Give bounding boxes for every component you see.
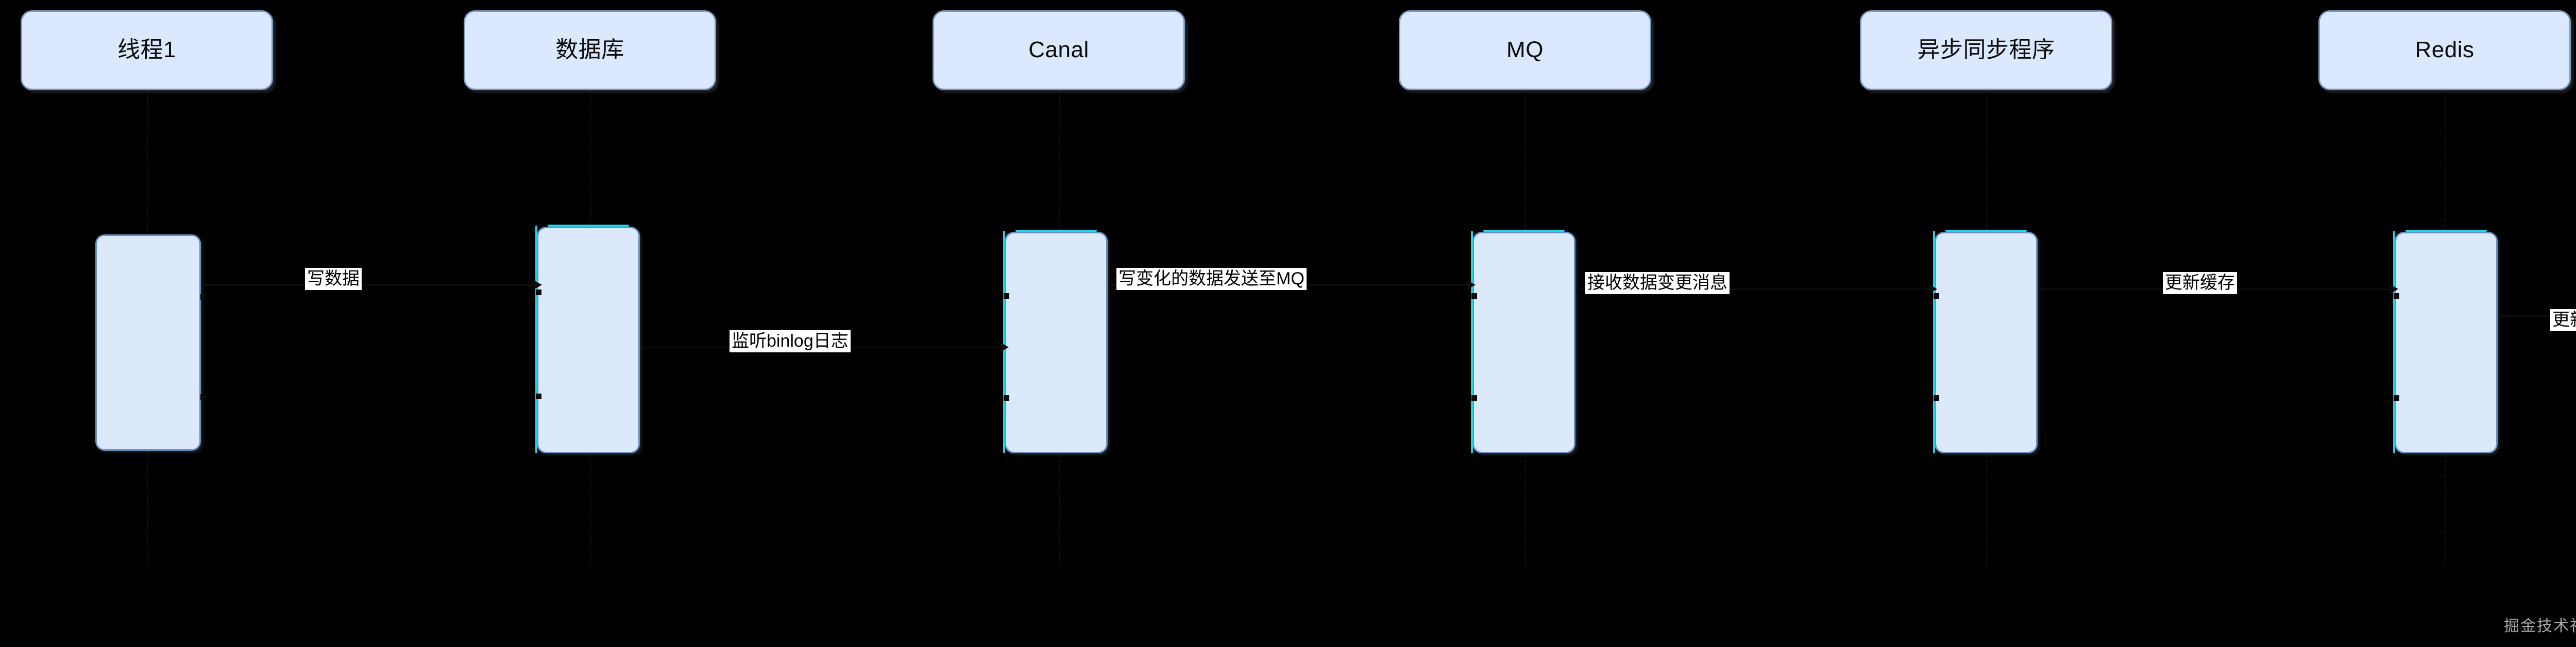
- message-line-msg-4[interactable]: [1577, 288, 1931, 290]
- connection-handle[interactable]: [2394, 293, 2399, 299]
- participant-label-thread1: 线程1: [117, 37, 176, 63]
- participant-label-mq: MQ: [1506, 37, 1544, 63]
- connection-handle[interactable]: [1934, 395, 1939, 401]
- connection-handle[interactable]: [536, 289, 541, 295]
- connection-handle[interactable]: [1934, 293, 1939, 299]
- participant-label-canal: Canal: [1028, 37, 1089, 63]
- activation-bar-act-syncapp[interactable]: [1933, 230, 2038, 453]
- message-line-msg-6[interactable]: [2499, 315, 2576, 317]
- participant-label-syncapp: 异步同步程序: [1917, 37, 2055, 63]
- activation-bar-act-database[interactable]: [535, 225, 640, 453]
- connection-handle[interactable]: [200, 294, 206, 300]
- watermark: 掘金技术社区 @ 卑谦: [2504, 618, 2576, 635]
- arrowhead-icon-msg-3: [1467, 280, 1476, 290]
- connection-handle[interactable]: [1004, 395, 1009, 401]
- activation-bar-act-thread1[interactable]: [95, 234, 206, 451]
- activation-bar-act-canal[interactable]: [1003, 230, 1108, 453]
- message-label-msg-1[interactable]: 写数据: [305, 268, 362, 291]
- participant-box-syncapp[interactable]: 异步同步程序: [1860, 10, 2112, 90]
- message-label-msg-6[interactable]: 更新缓存: [2550, 309, 2576, 332]
- connection-handle[interactable]: [200, 394, 206, 400]
- connection-handle[interactable]: [536, 394, 541, 400]
- message-line-msg-1[interactable]: [202, 284, 536, 286]
- activation-bar-act-mq[interactable]: [1471, 230, 1575, 453]
- participant-label-redis: Redis: [2415, 37, 2475, 63]
- message-label-msg-5[interactable]: 更新缓存: [2163, 272, 2237, 295]
- connection-handle[interactable]: [1471, 293, 1477, 299]
- arrowhead-icon-msg-5: [2390, 284, 2398, 294]
- participant-box-canal[interactable]: Canal: [933, 10, 1185, 90]
- connection-handle[interactable]: [2394, 395, 2399, 401]
- participant-box-redis[interactable]: Redis: [2318, 10, 2571, 90]
- participant-box-mq[interactable]: MQ: [1399, 10, 1651, 90]
- message-label-msg-3[interactable]: 写变化的数据发送至MQ: [1116, 268, 1307, 291]
- arrowhead-icon-msg-2: [1001, 343, 1009, 352]
- activation-bar-act-redis[interactable]: [2393, 230, 2498, 453]
- message-label-msg-2[interactable]: 监听binlog日志: [730, 330, 851, 353]
- connection-handle[interactable]: [1004, 293, 1009, 299]
- participant-box-thread1[interactable]: 线程1: [21, 10, 273, 90]
- connection-handle[interactable]: [1471, 395, 1477, 401]
- message-label-msg-4[interactable]: 接收数据变更消息: [1585, 272, 1730, 295]
- arrowhead-icon-msg-4: [1929, 284, 1937, 294]
- participant-box-database[interactable]: 数据库: [464, 10, 716, 90]
- arrowhead-icon-msg-1: [534, 280, 542, 290]
- participant-label-database: 数据库: [555, 37, 624, 63]
